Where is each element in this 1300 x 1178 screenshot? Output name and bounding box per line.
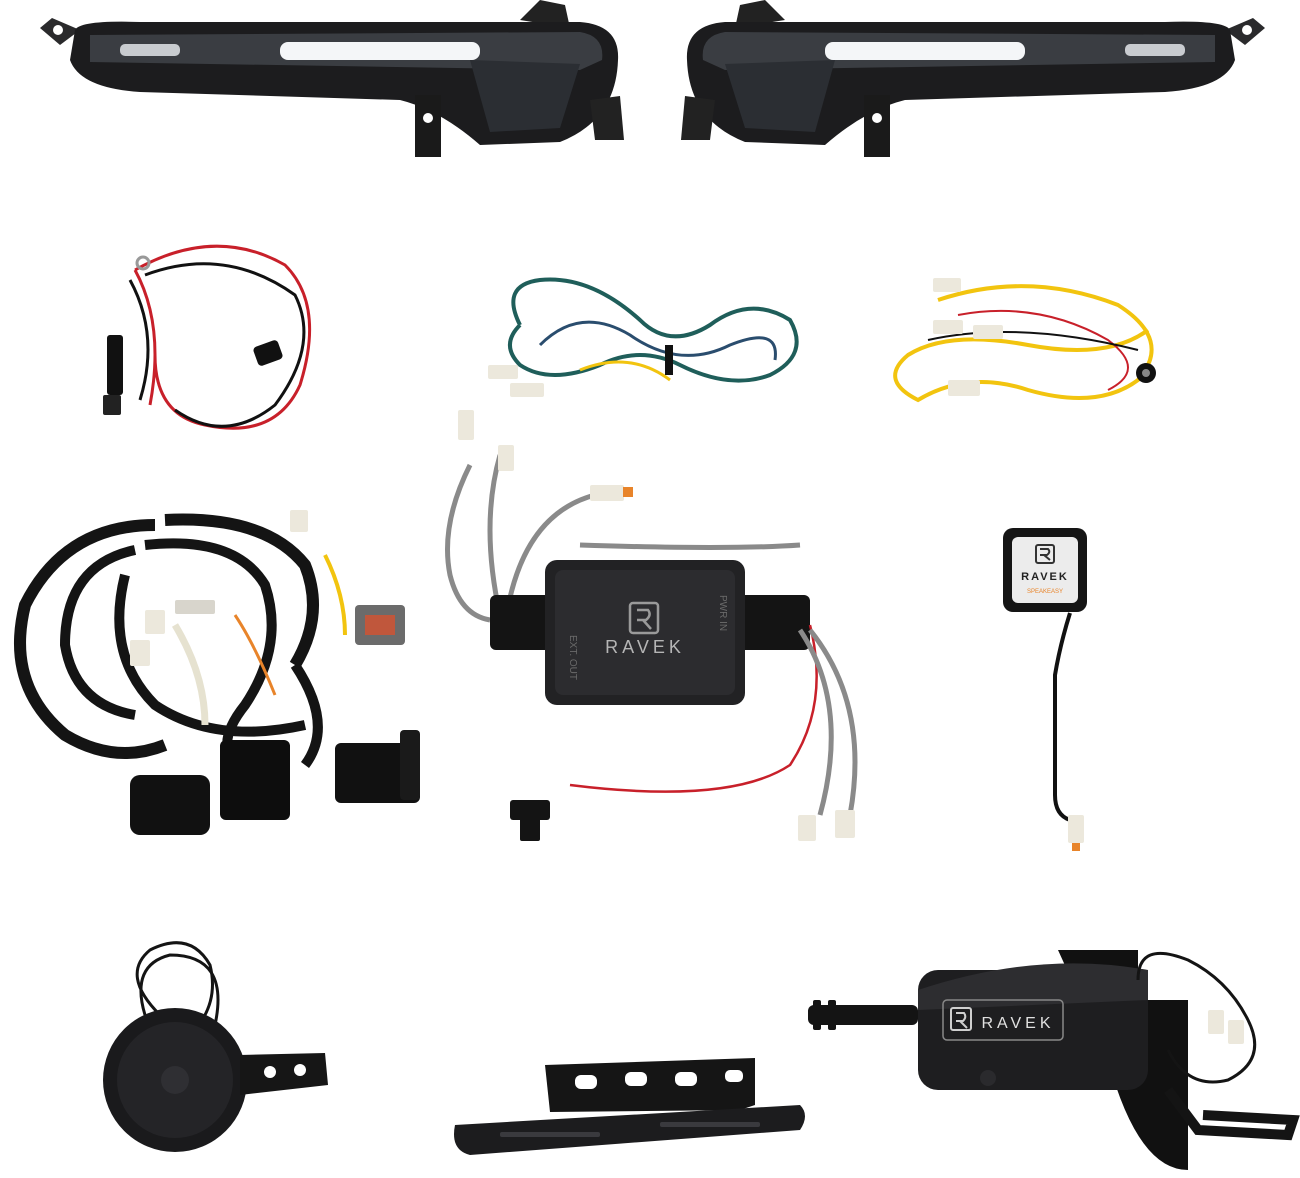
ravek-r-logo-icon bbox=[628, 601, 660, 635]
yellow-turn-signal-harness bbox=[878, 270, 1178, 430]
controller-port-left-label: EXT. OUT bbox=[567, 635, 578, 680]
teal-signal-harness bbox=[480, 265, 810, 415]
switch-brand-label: RAVEK bbox=[1021, 571, 1069, 583]
switch-model-label: SPEAKEASY bbox=[1027, 589, 1063, 595]
speakeasy-switch: RAVEK SPEAKEASY bbox=[1000, 525, 1100, 860]
ravek-controller-module: RAVEK EXT. OUT PWR IN bbox=[430, 405, 890, 855]
controller-port-right-label: PWR IN bbox=[717, 595, 728, 631]
right-led-headlight bbox=[665, 0, 1285, 170]
left-led-headlight bbox=[20, 0, 640, 170]
throttle-logo-icon bbox=[950, 1007, 972, 1031]
controller-brand-label: RAVEK bbox=[605, 637, 685, 657]
fused-power-harness bbox=[95, 235, 335, 445]
license-plate-bracket bbox=[450, 1050, 810, 1160]
throttle-brand-label: RAVEK bbox=[981, 1015, 1054, 1032]
electric-horn bbox=[100, 935, 340, 1152]
main-wiring-harness bbox=[5, 505, 425, 845]
ravek-throttle-module: RAVEK bbox=[808, 940, 1300, 1175]
